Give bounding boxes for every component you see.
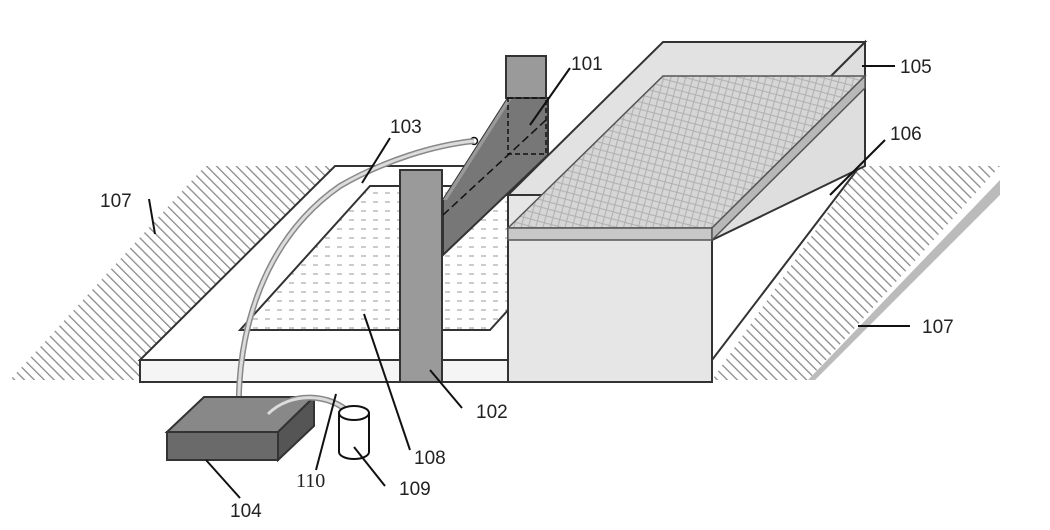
post-102: [399, 169, 443, 383]
leader-109: [353, 446, 386, 487]
label-102: 102: [476, 402, 508, 423]
leader-104: [205, 459, 241, 499]
label-105: 105: [900, 57, 932, 78]
leader-107-left: [148, 198, 156, 235]
label-110: 110: [296, 470, 325, 492]
label-107-right: 107: [922, 317, 954, 338]
label-107-left: 107: [100, 191, 132, 212]
label-106: 106: [890, 124, 922, 145]
leader-101: [529, 67, 571, 126]
reservoir-109: [338, 413, 370, 460]
bar-101-dashed-box: [507, 97, 547, 155]
ground-right-107: [712, 166, 1000, 380]
mesh-106-side: [711, 74, 866, 242]
ground-left-107: [10, 166, 335, 380]
leader-106: [829, 139, 886, 196]
reservoir-109-top: [338, 405, 370, 421]
leader-102: [429, 369, 463, 409]
mesh-106-front: [507, 227, 713, 241]
bar-101-top: [443, 98, 512, 200]
label-108: 108: [414, 448, 446, 469]
pump-104-side: [277, 394, 315, 463]
label-104: 104: [230, 501, 262, 522]
leader-103: [361, 137, 391, 184]
label-109: 109: [399, 479, 431, 500]
leader-110: [315, 393, 337, 471]
bar-101-post: [505, 55, 547, 99]
pump-104-front: [166, 431, 279, 461]
tube-103-core: [237, 139, 475, 417]
label-101: 101: [571, 54, 603, 75]
leader-108: [363, 313, 411, 451]
ground-right-edge: [808, 180, 1000, 380]
label-103: 103: [390, 117, 422, 138]
